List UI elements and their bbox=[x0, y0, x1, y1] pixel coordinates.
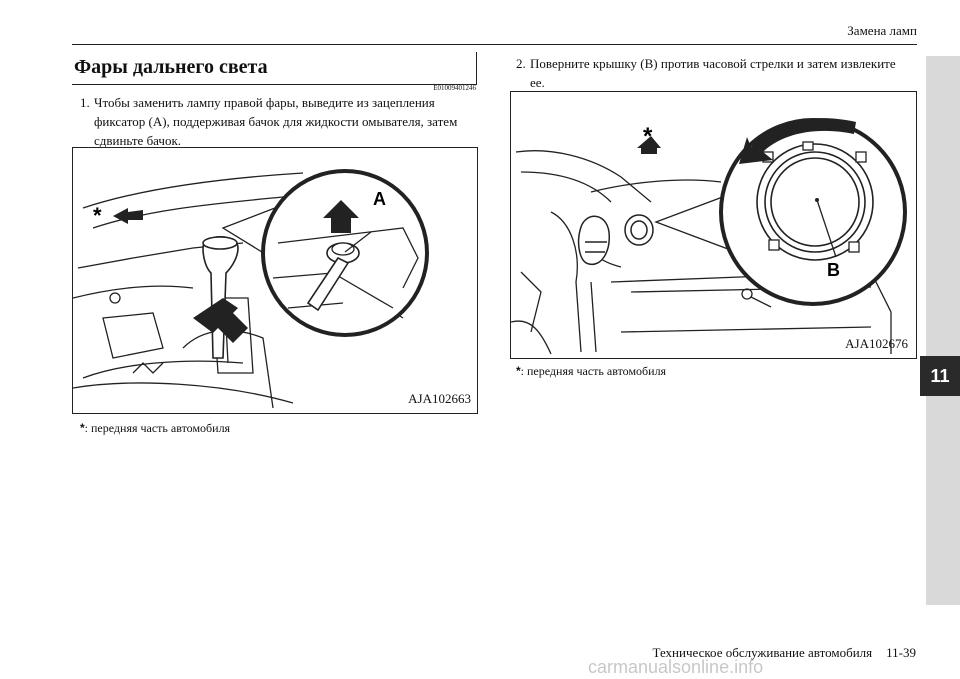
figure-code: AJA102676 bbox=[845, 336, 908, 351]
step-number: 1. bbox=[80, 95, 90, 110]
front-star: * bbox=[93, 203, 102, 228]
front-direction-arrow bbox=[637, 136, 661, 154]
watermark: carmanualsonline.info bbox=[588, 657, 764, 677]
figure-note: *: передняя часть автомобиля bbox=[516, 364, 666, 379]
note-star: * bbox=[80, 421, 85, 435]
step-text-line: фиксатор (A), поддерживая бачок для жидк… bbox=[94, 114, 458, 129]
callout-label-b: B bbox=[827, 260, 840, 280]
section-title: Фары дальнего света bbox=[74, 56, 268, 78]
footer-text: Техническое обслуживание автомобиля bbox=[652, 645, 873, 660]
page-footer: Техническое обслуживание автомобиля 11-39 bbox=[639, 645, 916, 661]
note-star: * bbox=[516, 364, 521, 378]
note-text: : передняя часть автомобиля bbox=[84, 421, 231, 435]
headlamp-cap-illustration: * B bbox=[511, 118, 907, 355]
step-number: 2. bbox=[516, 56, 526, 71]
document-code: E01009401246 bbox=[433, 84, 476, 92]
washer-tank-illustration: * A bbox=[73, 169, 429, 409]
step-text-line: ее. bbox=[530, 75, 545, 90]
figure-headlamp-cap: * B AJA102676 bbox=[510, 91, 917, 359]
front-direction-arrow bbox=[113, 208, 143, 224]
running-header-title: Замена ламп bbox=[847, 23, 917, 38]
step-text-line: Чтобы заменить лампу правой фары, выведи… bbox=[94, 95, 435, 110]
callout-label-a: A bbox=[373, 189, 386, 209]
push-down-arrow bbox=[193, 298, 248, 343]
header-rule bbox=[72, 44, 917, 45]
step-1: 1. Чтобы заменить лампу правой фары, выве… bbox=[80, 93, 475, 150]
section-heading-box bbox=[72, 52, 477, 85]
step-text-line: Поверните крышку (B) против часовой стре… bbox=[530, 56, 896, 71]
figure-code: AJA102663 bbox=[408, 391, 471, 406]
figure-note: *: передняя часть автомобиля bbox=[80, 421, 230, 436]
step-text-line: сдвиньте бачок. bbox=[94, 133, 182, 148]
note-text: : передняя часть автомобиля bbox=[520, 364, 667, 378]
side-thumb-band bbox=[926, 56, 960, 605]
page-number: 11-39 bbox=[886, 645, 916, 660]
figure-washer-tank: * A AJA102663 bbox=[72, 147, 478, 414]
counterclockwise-arrow bbox=[739, 118, 856, 164]
chapter-tab: 11 bbox=[920, 356, 960, 396]
front-star: * bbox=[643, 123, 653, 150]
release-up-arrow bbox=[323, 200, 359, 233]
step-2: 2. Поверните крышку (B) против часовой ст… bbox=[516, 54, 916, 92]
